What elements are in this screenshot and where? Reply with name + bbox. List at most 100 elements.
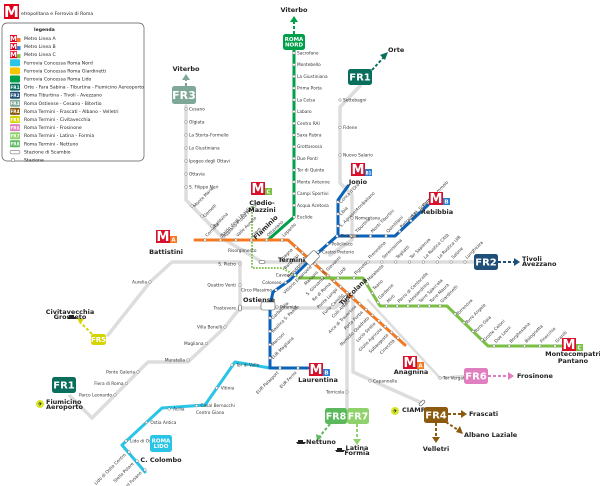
station-marker (113, 393, 117, 397)
orte-extension (371, 56, 385, 71)
legend-line-icon (10, 140, 20, 148)
roma-lido-line (120, 360, 272, 474)
terminal-label: Clodio- (249, 199, 275, 207)
metro-m-icon: M (404, 356, 417, 371)
terminal-label: Latina (346, 444, 369, 452)
terminal-label: Rebibbia (421, 208, 453, 216)
station-label: Fidene (343, 125, 357, 131)
station-marker (292, 215, 296, 219)
station-label: Saxa Rubra (297, 133, 322, 139)
metro-m-icon: M (352, 163, 365, 178)
station-marker (364, 308, 368, 312)
legend-line-icon (10, 67, 20, 75)
station-marker (292, 63, 296, 67)
station-marker (345, 390, 349, 394)
jonio-line-letter: B1 (366, 171, 372, 176)
metro-m-icon: M (10, 43, 17, 51)
legend-item-label: Roma Termini - Civitavecchia (24, 117, 91, 123)
legend-badge-text: FR8 (10, 142, 19, 148)
station-marker (471, 329, 475, 333)
station-marker (350, 216, 354, 220)
station-marker (522, 344, 527, 348)
station-marker (480, 338, 484, 342)
map-stations (113, 51, 557, 472)
civitavecchia-extension (79, 321, 93, 335)
fr7-badge-text: FR7 (348, 411, 368, 422)
legend-metro-icon (10, 35, 17, 42)
station-label: La Celsa (297, 97, 315, 103)
laurentina-line-letter: B (324, 371, 328, 377)
plane-glyph: ✈ (37, 401, 42, 408)
station-marker (365, 282, 369, 286)
station-marker (384, 304, 389, 308)
station-marker (336, 200, 340, 204)
laurentina-metro-logo (309, 363, 323, 376)
station-label: Fiera di Roma (94, 381, 124, 387)
station-marker (368, 379, 372, 383)
station-marker (190, 204, 194, 208)
montecompatri-line-tag (576, 344, 583, 351)
station-marker (453, 312, 457, 316)
terminal-label: Aeroporto (46, 403, 84, 411)
legend-line-icon (10, 75, 20, 83)
anagnina-line-tag (417, 362, 424, 369)
station-marker (274, 288, 278, 292)
metro-m-icon: M (252, 182, 265, 197)
station-marker (339, 285, 343, 289)
station-label: La Giustiniana (297, 74, 328, 80)
station-marker (435, 260, 439, 264)
roma-lido-badge (150, 435, 172, 452)
station-marker (338, 98, 342, 102)
fr4-line (351, 294, 424, 405)
station-marker (268, 356, 272, 360)
legend-item-label: Roma Termini - Frascati - Albano - Velle… (24, 109, 119, 115)
fr2-badge (474, 254, 498, 270)
station-marker (427, 304, 431, 308)
station-marker (352, 276, 356, 280)
station-marker (319, 268, 324, 272)
station-label: Muratella (165, 358, 186, 364)
terminal-label: CIAMPINO (402, 406, 439, 414)
station-label: Lodi (337, 266, 348, 277)
station-marker (293, 273, 297, 277)
station-marker (143, 468, 147, 472)
legend-badge-text: FR4 (10, 109, 19, 115)
roma-nord-badge-text: ROMA (285, 37, 304, 43)
fr1-airport-badge (52, 377, 76, 393)
station-marker (292, 156, 296, 160)
station-marker (186, 358, 190, 362)
ship-icon (296, 440, 306, 444)
terminal-label: Formia (344, 449, 369, 457)
legend-item-label: Orte - Fara Sabina - Tiburtina - Fiumici… (24, 85, 144, 91)
station-marker (463, 260, 467, 264)
jonio-metro-logo (351, 163, 365, 176)
legend-station-icon (10, 157, 16, 163)
station-label: Teano (371, 278, 385, 292)
terminal-label: Albano Laziale (464, 431, 518, 439)
station-label: Bologna (341, 234, 359, 240)
station-label: Monte Antenne (297, 179, 330, 185)
station-marker (336, 212, 340, 216)
legend-item-label: Metro Linea A (24, 36, 56, 42)
anagnina-metro-logo (403, 356, 417, 369)
station-marker (275, 305, 279, 309)
station-marker (283, 280, 288, 285)
battistini-line-letter: A (171, 238, 176, 244)
station-marker (136, 370, 140, 374)
metro-m-icon: M (10, 35, 17, 43)
terminal-label: Avezzano (522, 260, 557, 268)
station-marker (268, 343, 272, 347)
station-label: La Giustiniana (189, 146, 220, 152)
station-label: Quattro Venti (207, 283, 236, 289)
station-marker (292, 74, 296, 78)
station-label: Torricola (325, 390, 344, 396)
legend-line-tag (17, 38, 21, 42)
station-marker (135, 459, 139, 463)
station-marker (449, 260, 453, 264)
station-marker (184, 133, 188, 137)
station-label: Ostia Antica (150, 420, 176, 426)
metro-c-construction-line (251, 205, 301, 279)
legend-line-icon (10, 59, 20, 67)
station-label: Cesano (189, 107, 205, 113)
arrow-icon (380, 52, 388, 60)
